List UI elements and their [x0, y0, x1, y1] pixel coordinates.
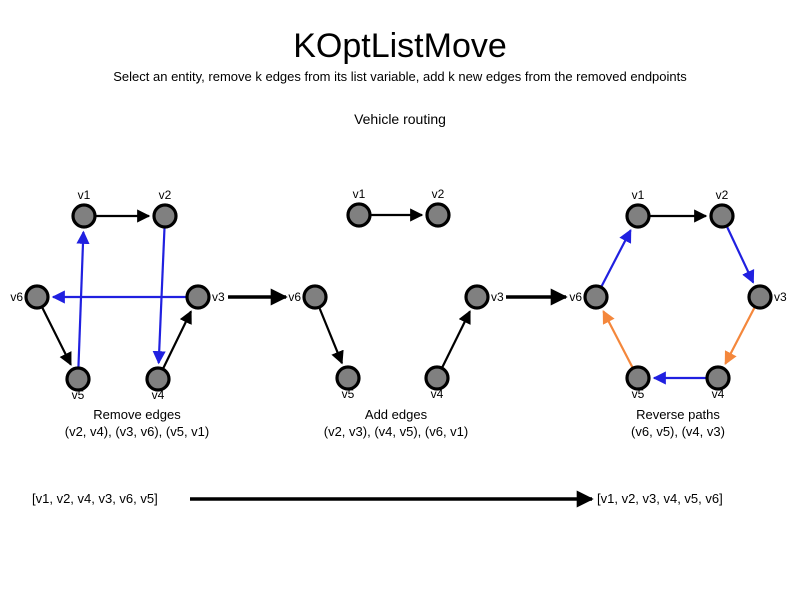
panel-reverse-edge-v2-v3: [726, 226, 755, 284]
node-circle-v5[interactable]: [65, 366, 91, 392]
node-circle-v1[interactable]: [71, 203, 97, 229]
panel-reverse-node-v3[interactable]: v3: [747, 284, 787, 310]
panel-add-edge-v4-v3: [441, 310, 471, 368]
panel-remove-node-v1[interactable]: v1: [71, 188, 97, 229]
node-circle-v3[interactable]: [464, 284, 490, 310]
node-circle-v5[interactable]: [625, 365, 651, 391]
node-label-v4: v4: [431, 387, 444, 401]
node-label-v6: v6: [569, 290, 582, 304]
node-circle-v2[interactable]: [709, 203, 735, 229]
panel-add-node-v1[interactable]: v1: [346, 187, 372, 228]
node-circle-v4[interactable]: [145, 366, 171, 392]
panel-reverse-node-v6[interactable]: v6: [569, 284, 609, 310]
edges-layer: [41, 208, 756, 385]
panel-remove-node-v2[interactable]: v2: [152, 188, 178, 229]
node-label-v6: v6: [10, 290, 23, 304]
node-circle-v4[interactable]: [424, 365, 450, 391]
panel-reverse-node-v5[interactable]: v5: [625, 365, 651, 401]
panel-reverse-node-v2[interactable]: v2: [709, 188, 735, 229]
node-circle-v3[interactable]: [747, 284, 773, 310]
node-label-v1: v1: [632, 188, 645, 202]
node-label-v1: v1: [78, 188, 91, 202]
node-circle-v2[interactable]: [152, 203, 178, 229]
page-subtitle: Select an entity, remove k edges from it…: [113, 69, 687, 84]
panel-reverse-node-v1[interactable]: v1: [625, 188, 651, 229]
node-label-v5: v5: [632, 387, 645, 401]
node-label-v3: v3: [491, 290, 504, 304]
node-label-v5: v5: [342, 387, 355, 401]
nodes-layer: v1 v2 v3 v4 v5 v6 v1 v2 v3 v4 v5 v6 v1 v2 v3 v4 v5 v6: [10, 187, 787, 402]
node-circle-v5[interactable]: [335, 365, 361, 391]
node-circle-v1[interactable]: [346, 202, 372, 228]
panel-remove-node-v3[interactable]: v3: [185, 284, 225, 310]
panel-add-node-v2[interactable]: v2: [425, 187, 451, 228]
panel-add-node-v6[interactable]: v6: [288, 284, 328, 310]
node-circle-v1[interactable]: [625, 203, 651, 229]
panel-reverse-edge-v5-v6: [602, 310, 634, 368]
footer-before-list: [v1, v2, v4, v3, v6, v5]: [32, 491, 158, 506]
panel-reverse-caption-detail: (v6, v5), (v4, v3): [631, 424, 725, 439]
node-circle-v2[interactable]: [425, 202, 451, 228]
node-label-v2: v2: [159, 188, 172, 202]
footer-after-list: [v1, v2, v3, v4, v5, v6]: [597, 491, 723, 506]
node-label-v6: v6: [288, 290, 301, 304]
node-label-v5: v5: [72, 388, 85, 402]
panel-add-caption-title: Add edges: [365, 407, 428, 422]
captions-layer: Remove edges (v2, v4), (v3, v6), (v5, v1)…: [65, 407, 725, 439]
node-label-v2: v2: [716, 188, 729, 202]
node-label-v3: v3: [774, 290, 787, 304]
footer-layer: [v1, v2, v4, v3, v6, v5] [v1, v2, v3, v4,…: [32, 490, 723, 508]
node-label-v4: v4: [712, 387, 725, 401]
node-label-v2: v2: [432, 187, 445, 201]
panel-remove-edge-v5-v1: [76, 230, 90, 368]
panel-add-node-v3[interactable]: v3: [464, 284, 504, 310]
panel-remove-edge-v4-v3: [162, 310, 192, 369]
panel-remove-node-v6[interactable]: v6: [10, 284, 50, 310]
section-label: Vehicle routing: [354, 111, 446, 127]
panel-remove-edge-v6-v5: [41, 307, 72, 366]
node-circle-v6[interactable]: [24, 284, 50, 310]
panel-remove-caption-detail: (v2, v4), (v3, v6), (v5, v1): [65, 424, 209, 439]
panel-add-caption-detail: (v2, v3), (v4, v5), (v6, v1): [324, 424, 468, 439]
panel-remove-node-v5[interactable]: v5: [65, 366, 91, 402]
node-circle-v6[interactable]: [583, 284, 609, 310]
page-title: KOptListMove: [293, 27, 507, 65]
node-circle-v4[interactable]: [705, 365, 731, 391]
panel-reverse-edge-v6-v1: [600, 229, 632, 287]
node-label-v1: v1: [353, 187, 366, 201]
panel-remove-edge-v2-v4: [152, 227, 166, 365]
panel-reverse-edge-v3-v4: [724, 307, 756, 365]
panel-add-node-v4[interactable]: v4: [424, 365, 450, 401]
panel-reverse-caption-title: Reverse paths: [636, 407, 720, 422]
panel-reverse-node-v4[interactable]: v4: [705, 365, 731, 401]
panel-remove-caption-title: Remove edges: [93, 407, 181, 422]
node-label-v4: v4: [152, 388, 165, 402]
panel-add-edge-v6-v5: [318, 307, 344, 365]
node-label-v3: v3: [212, 290, 225, 304]
panel-add-node-v5[interactable]: v5: [335, 365, 361, 401]
node-circle-v6[interactable]: [302, 284, 328, 310]
panel-remove-node-v4[interactable]: v4: [145, 366, 171, 402]
node-circle-v3[interactable]: [185, 284, 211, 310]
